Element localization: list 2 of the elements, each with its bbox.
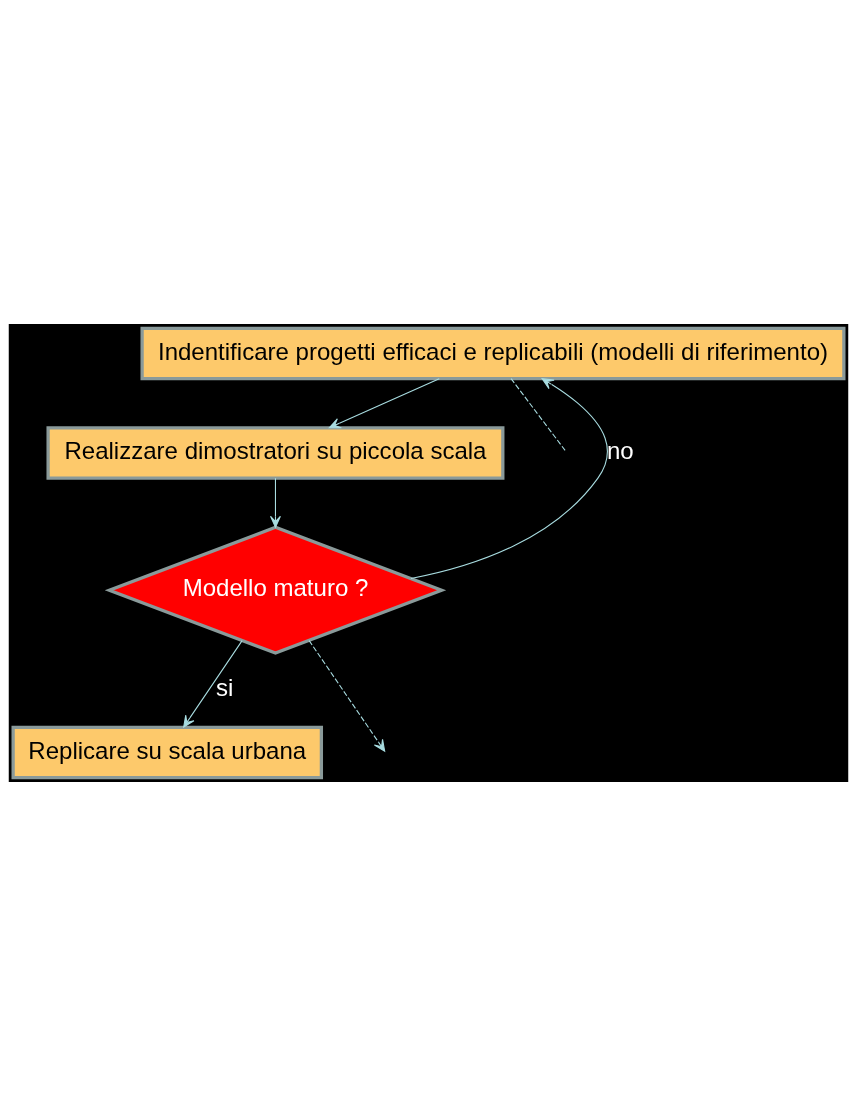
edge-label: no <box>606 436 634 464</box>
edge-label: si <box>215 673 234 701</box>
